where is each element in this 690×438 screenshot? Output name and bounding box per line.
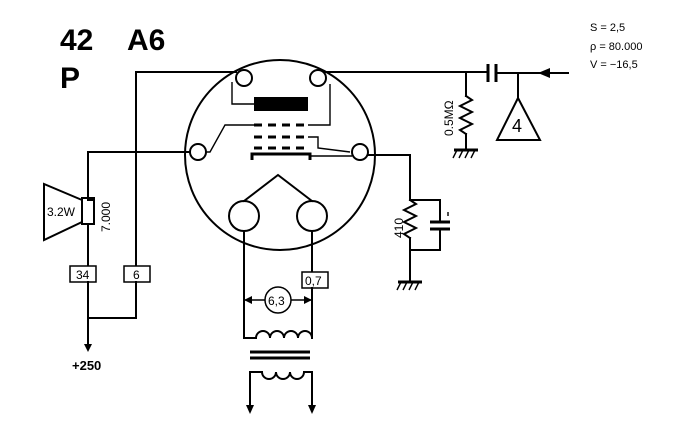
heater-pin-left: [228, 200, 260, 232]
transformer-primary: [254, 330, 314, 340]
screen-grid-lead: [206, 124, 254, 153]
pin-top-right: [309, 69, 327, 87]
param-v: V = −16,5: [590, 59, 638, 71]
cathode-wire: [367, 154, 411, 201]
param-s: S = 2,5: [590, 22, 625, 34]
secondary-left: [249, 371, 263, 407]
triangle-label: 4: [512, 116, 522, 136]
pin-label-34: 34: [76, 268, 90, 282]
pin-right: [351, 143, 369, 161]
grid-resistor-label: 0.5MΩ: [442, 100, 456, 136]
input-arrow-icon: [538, 68, 550, 78]
speaker-power: 3.2W: [47, 205, 76, 219]
tube-class: P: [60, 62, 80, 95]
speaker-wire-top: [87, 151, 191, 201]
transformer-secondary: [260, 370, 306, 380]
secondary-arrow-left-icon: [246, 405, 254, 414]
speaker-icon: [43, 182, 83, 242]
supply-arrow-icon: [84, 344, 92, 352]
heater-voltage-circle: [264, 286, 292, 314]
heater-voltage: 6,3: [268, 294, 285, 308]
cathode-resistor-label: 410: [392, 218, 406, 238]
heater-pin-right: [296, 200, 328, 232]
grid-to-top-right: [308, 84, 331, 126]
grid-lead-right: [308, 136, 351, 153]
param-rho: ρ = 80.000: [590, 41, 642, 53]
cathode: [250, 152, 312, 160]
pin-box-07: [301, 271, 329, 289]
amplifier-triangle-icon: [495, 95, 542, 141]
filament: [242, 173, 314, 203]
plate-anode: [254, 97, 308, 111]
cathode-resistor: [401, 198, 419, 240]
pin-label-6: 6: [133, 268, 140, 282]
pin-left: [189, 143, 207, 161]
pin-box-34: [69, 265, 97, 283]
bypass-bottom: [409, 228, 441, 251]
secondary-right: [303, 371, 313, 407]
tube-number: 42: [60, 24, 93, 57]
secondary-arrow-right-icon: [308, 405, 316, 414]
pin-top-left: [235, 69, 253, 87]
supply-join: [87, 281, 137, 319]
plate-lead: [231, 82, 254, 105]
grid-resistor: [457, 94, 475, 136]
speaker-magnet: [81, 197, 95, 225]
tube-type: A6: [127, 24, 165, 57]
supply-label: +250: [72, 358, 101, 373]
speaker-impedance: 7.000: [99, 202, 113, 232]
plate-wire: [135, 71, 237, 267]
pin-label-07: 0,7: [305, 274, 322, 288]
bypass-top: [409, 199, 441, 223]
